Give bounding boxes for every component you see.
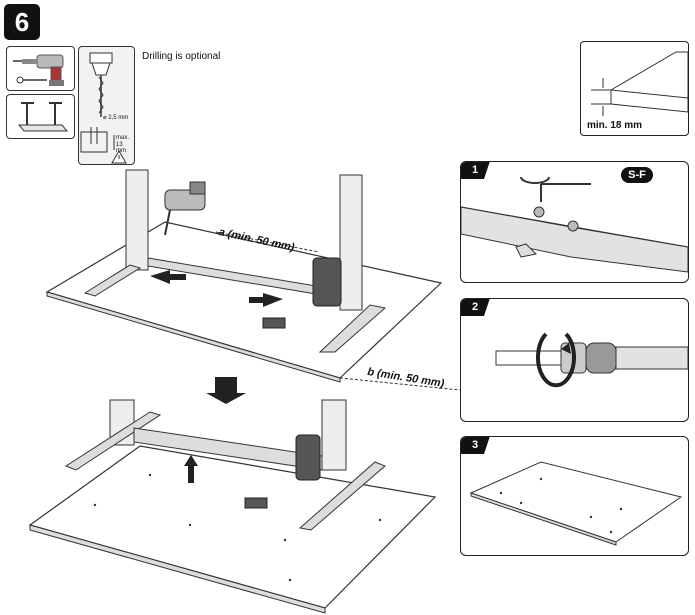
detail-panel-2: 2 <box>460 298 689 422</box>
frame-tool-box <box>6 94 75 139</box>
max-depth: 13 mm <box>116 142 126 154</box>
thickness-box: min. 18 mm <box>580 41 689 136</box>
warning-icon <box>111 150 127 164</box>
detail-panel-3: 3 <box>460 436 689 556</box>
power-drill-icon <box>13 54 64 86</box>
panel-2-illustration <box>495 332 688 388</box>
thickness-label: min. 18 mm <box>587 120 643 131</box>
drill-spec-box: ⌀ 2,5 mm max. 13 mm <box>78 46 135 165</box>
drill-diameter: ⌀ 2,5 mm <box>103 115 129 121</box>
drilling-optional-note: Drilling is optional <box>142 51 221 62</box>
panel-3-number: 3 <box>461 437 490 454</box>
screw-icon <box>16 76 47 84</box>
detail-panel-1: 1 S-F <box>460 161 689 283</box>
step-number-badge: 6 <box>4 4 40 40</box>
max-label: max. <box>116 135 130 141</box>
drill-bit-icon <box>80 52 115 153</box>
drill-tool-box <box>6 46 75 91</box>
panel-1-illustration <box>461 176 688 273</box>
panel-3-illustration <box>469 461 683 546</box>
panel-2-number: 2 <box>461 299 490 316</box>
tabletop-edge-diagram <box>591 51 688 116</box>
panel-1-number: 1 <box>461 162 490 179</box>
desk-frame-icon <box>17 102 69 132</box>
tool-sf-badge: S-F <box>621 167 653 183</box>
